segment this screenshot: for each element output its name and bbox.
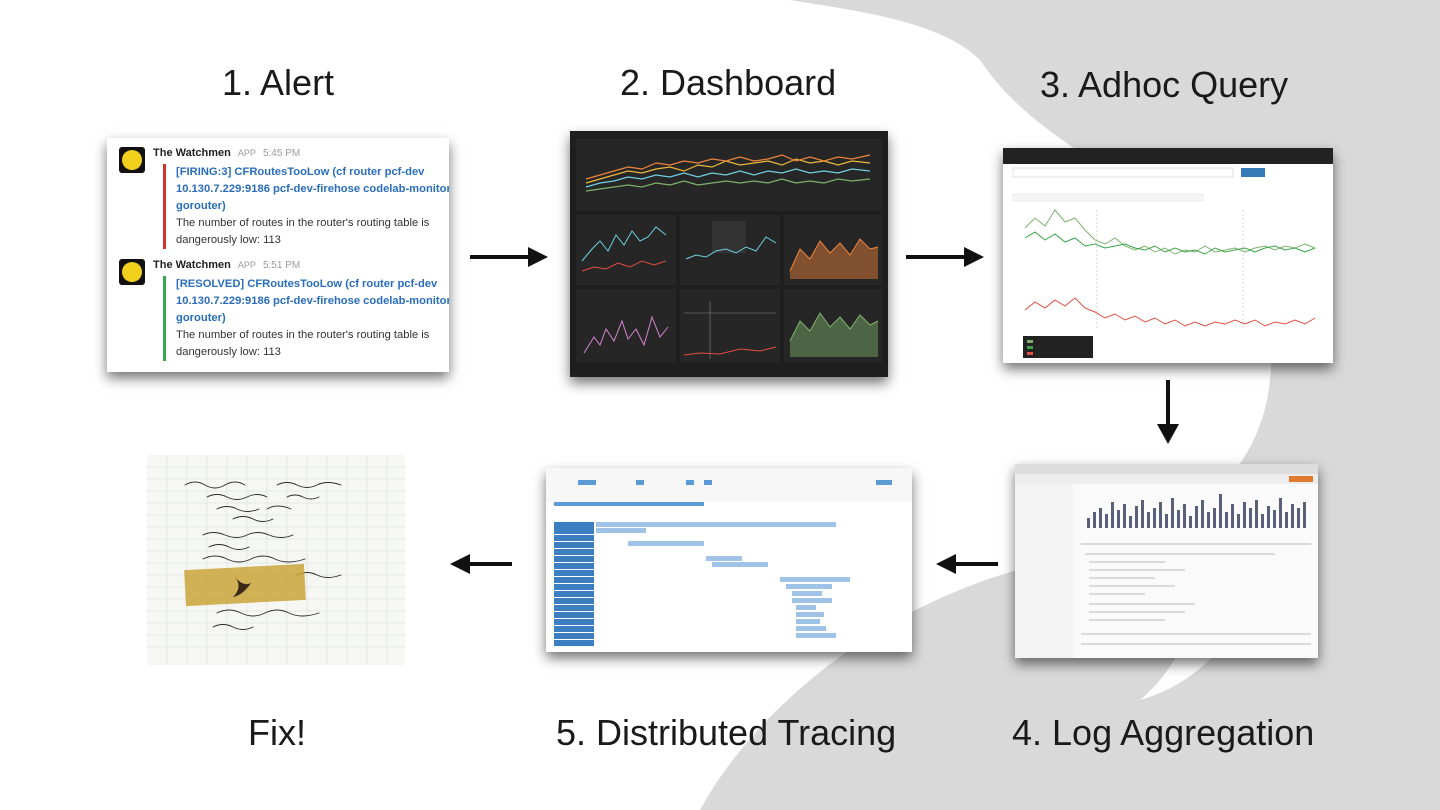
- dashboard-screenshot: [570, 131, 888, 377]
- alert-attachment: [FIRING:3] CFRoutesTooLow (cf router pcf…: [163, 164, 449, 249]
- distributed-tracing-screenshot: [546, 468, 912, 652]
- adhoc-graph: [1003, 148, 1333, 358]
- smiley-face-icon: [119, 259, 145, 285]
- app-badge: APP: [237, 260, 256, 270]
- notebook-photo: [147, 455, 405, 665]
- alert-attachment: [RESOLVED] CFRoutesTooLow (cf router pcf…: [163, 276, 449, 361]
- alert-text: The number of routes in the router's rou…: [176, 217, 430, 246]
- trace-waterfall: [546, 468, 912, 646]
- message-time: 5:45 PM: [262, 148, 301, 159]
- alert-card: The Watchmen APP 5:45 PM [FIRING:3] CFRo…: [107, 138, 449, 372]
- arrow-icon: [936, 554, 998, 574]
- alert-title-link[interactable]: [RESOLVED] CFRoutesTooLow (cf router pcf…: [176, 278, 449, 324]
- log-aggregation-screenshot: [1015, 464, 1318, 658]
- log-histogram: [1015, 464, 1318, 658]
- alert-text: The number of routes in the router's rou…: [176, 329, 430, 358]
- step-title-fix: Fix!: [248, 712, 306, 753]
- step-title-tracing: 5. Distributed Tracing: [556, 712, 897, 753]
- step-title-alert: 1. Alert: [222, 62, 335, 103]
- arrow-icon: [1157, 380, 1179, 444]
- step-title-dashboard: 2. Dashboard: [620, 62, 837, 103]
- arrow-icon: [450, 554, 512, 574]
- arrow-icon: [906, 247, 984, 267]
- app-badge: APP: [237, 148, 256, 158]
- alert-title-link[interactable]: [FIRING:3] CFRoutesTooLow (cf router pcf…: [176, 166, 449, 212]
- smiley-face-icon: [119, 147, 145, 173]
- step-title-adhoc: 3. Adhoc Query: [1040, 64, 1289, 105]
- dashboard-panels: [570, 131, 888, 377]
- step-title-logs: 4. Log Aggregation: [1012, 712, 1315, 753]
- arrow-icon: [470, 247, 548, 267]
- adhoc-query-screenshot: [1003, 148, 1333, 363]
- sender-name: The Watchmen: [153, 259, 231, 271]
- sender-name: The Watchmen: [153, 147, 231, 159]
- message-time: 5:51 PM: [262, 260, 301, 271]
